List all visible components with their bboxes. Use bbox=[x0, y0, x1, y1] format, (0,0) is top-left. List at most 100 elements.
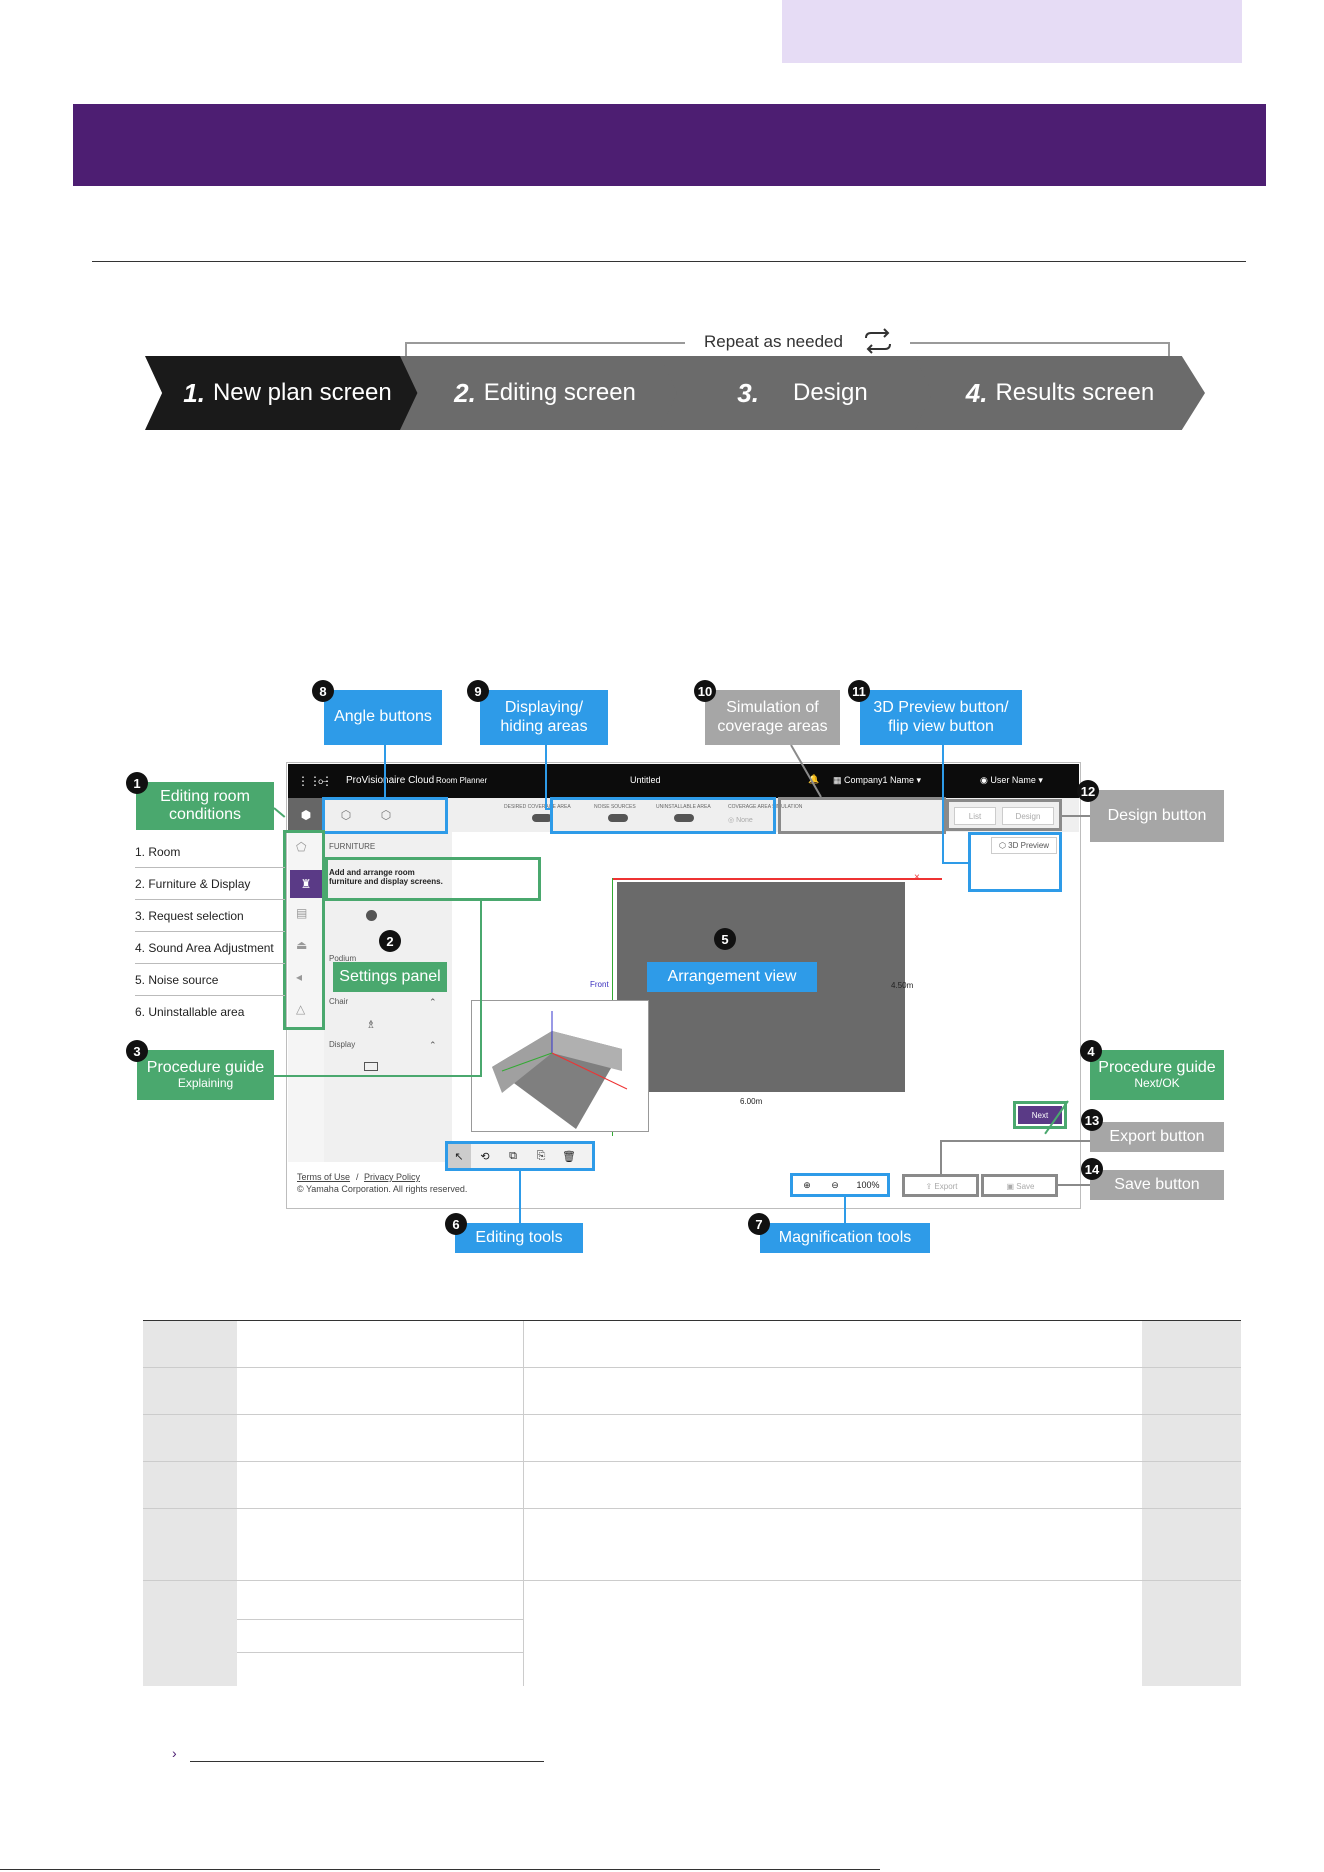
chevron-up-icon[interactable]: ⌃ bbox=[429, 1040, 437, 1050]
toggle-coverage[interactable] bbox=[532, 814, 552, 822]
sound-area-step-icon[interactable]: ⏏ bbox=[296, 938, 308, 952]
panel-item-display[interactable]: Display bbox=[329, 1040, 356, 1049]
depth-label: 4.50m bbox=[891, 981, 914, 990]
panel-heading: FURNITURE bbox=[329, 842, 376, 851]
callout-magnification-tools: Magnification tools bbox=[760, 1223, 930, 1253]
copy-tool-icon[interactable]: ⧉ bbox=[509, 1149, 517, 1162]
toggle-noise-label: NOISE SOURCES bbox=[594, 804, 636, 810]
repeat-tick-left bbox=[405, 342, 407, 356]
flow-step-4: 4.Results screen bbox=[915, 356, 1205, 430]
callout-editing-tools: Editing tools bbox=[455, 1223, 583, 1253]
rotate-tool-icon[interactable]: ⟲ bbox=[480, 1150, 490, 1163]
select-tool-icon[interactable]: ↖ bbox=[447, 1144, 471, 1168]
callout-angle-buttons: Angle buttons bbox=[324, 690, 442, 745]
brand-name: ProVisionaire Cloud bbox=[346, 775, 435, 786]
highlight-design-buttons bbox=[946, 799, 1062, 831]
badge-13: 13 bbox=[1081, 1109, 1103, 1131]
reference-link-underline[interactable] bbox=[190, 1761, 544, 1762]
editing-toolbar: ↖ ⟲ ⧉ ⎘ 🗑 bbox=[447, 1144, 593, 1168]
company-selector[interactable]: ▦ Company1 Name ▾ bbox=[833, 775, 922, 785]
apps-grid-icon[interactable]: ⋮⋮⋮ bbox=[297, 774, 333, 788]
highlight-guide-text bbox=[325, 857, 541, 901]
company-name: Company1 Name bbox=[844, 775, 915, 785]
badge-14: 14 bbox=[1081, 1158, 1103, 1180]
table-row bbox=[143, 1320, 1241, 1368]
design-button[interactable]: Design bbox=[1002, 807, 1054, 825]
title-banner bbox=[73, 104, 1266, 186]
3d-preview-window[interactable] bbox=[471, 1000, 649, 1132]
angle-button-front[interactable]: ⬡ bbox=[328, 798, 364, 832]
simulation-select[interactable]: ◎ None bbox=[728, 817, 753, 824]
settings-panel: FURNITURE Add and arrange room furniture… bbox=[324, 832, 452, 1162]
zoom-in-icon[interactable]: ⊕ bbox=[803, 1179, 811, 1190]
connector-9b bbox=[545, 808, 553, 810]
panel-item-chair[interactable]: Chair bbox=[329, 997, 349, 1006]
noise-step-icon[interactable]: ◂ bbox=[296, 970, 303, 984]
next-button[interactable]: Next bbox=[1018, 1106, 1062, 1124]
3d-preview-button[interactable]: ⬡ 3D Preview bbox=[991, 837, 1057, 854]
list-button[interactable]: List bbox=[954, 807, 996, 825]
procedure-item-room: 1. Room bbox=[135, 836, 285, 868]
room-step-icon[interactable]: ⬠ bbox=[296, 840, 307, 854]
user-name: User Name bbox=[990, 775, 1036, 785]
document-title: Untitled bbox=[630, 775, 661, 785]
procedure-list: 1. Room 2. Furniture & Display 3. Reques… bbox=[135, 836, 285, 1026]
badge-10: 10 bbox=[694, 680, 716, 702]
cube-icon: ⬡ bbox=[380, 808, 392, 822]
furniture-step-icon[interactable]: ♜ bbox=[290, 870, 322, 898]
angle-button-top[interactable]: ⬢ bbox=[288, 798, 324, 832]
connector-6 bbox=[519, 1171, 521, 1223]
highlight-next bbox=[1013, 1101, 1067, 1129]
cube-icon: ⬢ bbox=[300, 808, 312, 822]
table-row bbox=[143, 1580, 1241, 1686]
user-icon: ◉ bbox=[980, 775, 991, 785]
procedure-item-request: 3. Request selection bbox=[135, 900, 285, 932]
request-step-icon[interactable]: ▤ bbox=[296, 906, 308, 920]
uninstallable-step-icon[interactable]: △ bbox=[296, 1002, 306, 1016]
badge-9: 9 bbox=[467, 680, 489, 702]
procedure-item-uninstallable: 6. Uninstallable area bbox=[135, 1004, 245, 1019]
podium-icon[interactable] bbox=[366, 910, 377, 921]
chair-icon[interactable]: ♗ bbox=[366, 1019, 376, 1031]
flow-step-2: 2.Editing screen bbox=[400, 356, 690, 430]
user-menu[interactable]: ◉ User Name ▾ bbox=[980, 775, 1043, 785]
product-name: Room Planner bbox=[436, 776, 488, 785]
chevron-up-icon[interactable]: ⌃ bbox=[429, 997, 437, 1007]
connector-13b bbox=[940, 1140, 1090, 1142]
badge-6: 6 bbox=[445, 1213, 467, 1235]
panel-item-podium[interactable]: Podium bbox=[329, 954, 357, 963]
badge-8: 8 bbox=[312, 680, 334, 702]
toggle-noise[interactable] bbox=[608, 814, 628, 822]
highlight-magnification bbox=[790, 1173, 890, 1197]
bell-icon[interactable]: 🔔 bbox=[808, 774, 820, 784]
procedure-sidebar: ⬠ ♜ ▤ ⏏ ◂ △ bbox=[288, 832, 324, 1162]
description-table bbox=[143, 1320, 1241, 1686]
privacy-link[interactable]: Privacy Policy bbox=[364, 1172, 421, 1182]
highlight-export bbox=[902, 1174, 979, 1197]
trash-icon[interactable]: 🗑 bbox=[562, 1150, 576, 1163]
connector-9 bbox=[545, 745, 547, 810]
badge-3: 3 bbox=[126, 1040, 148, 1062]
procedure-item-sound-area: 4. Sound Area Adjustment bbox=[135, 932, 285, 964]
paste-tool-icon[interactable]: ⎘ bbox=[536, 1149, 546, 1162]
3d-preview-graphic bbox=[492, 1011, 628, 1129]
toggle-uninstallable[interactable] bbox=[674, 814, 694, 822]
magnification-toolbar: ⊕ ⊖ 100% bbox=[793, 1175, 888, 1195]
display-icon[interactable] bbox=[364, 1062, 378, 1071]
angle-button-side[interactable]: ⬡ bbox=[368, 798, 404, 832]
connector-1 bbox=[273, 807, 286, 818]
terms-link[interactable]: Terms of Use bbox=[297, 1172, 351, 1182]
export-icon: ⇪ bbox=[925, 1181, 935, 1191]
connector-11b bbox=[942, 862, 970, 864]
chevron-right-icon[interactable]: › bbox=[172, 1745, 177, 1761]
zoom-out-icon[interactable]: ⊖ bbox=[831, 1179, 839, 1190]
table-row bbox=[143, 1461, 1241, 1509]
connector-7 bbox=[844, 1197, 846, 1223]
connector-8 bbox=[384, 745, 386, 797]
width-label: 6.00m bbox=[740, 1097, 763, 1106]
table-row bbox=[143, 1508, 1241, 1581]
repeat-tick-right bbox=[1168, 342, 1170, 356]
connector-11 bbox=[942, 745, 944, 863]
